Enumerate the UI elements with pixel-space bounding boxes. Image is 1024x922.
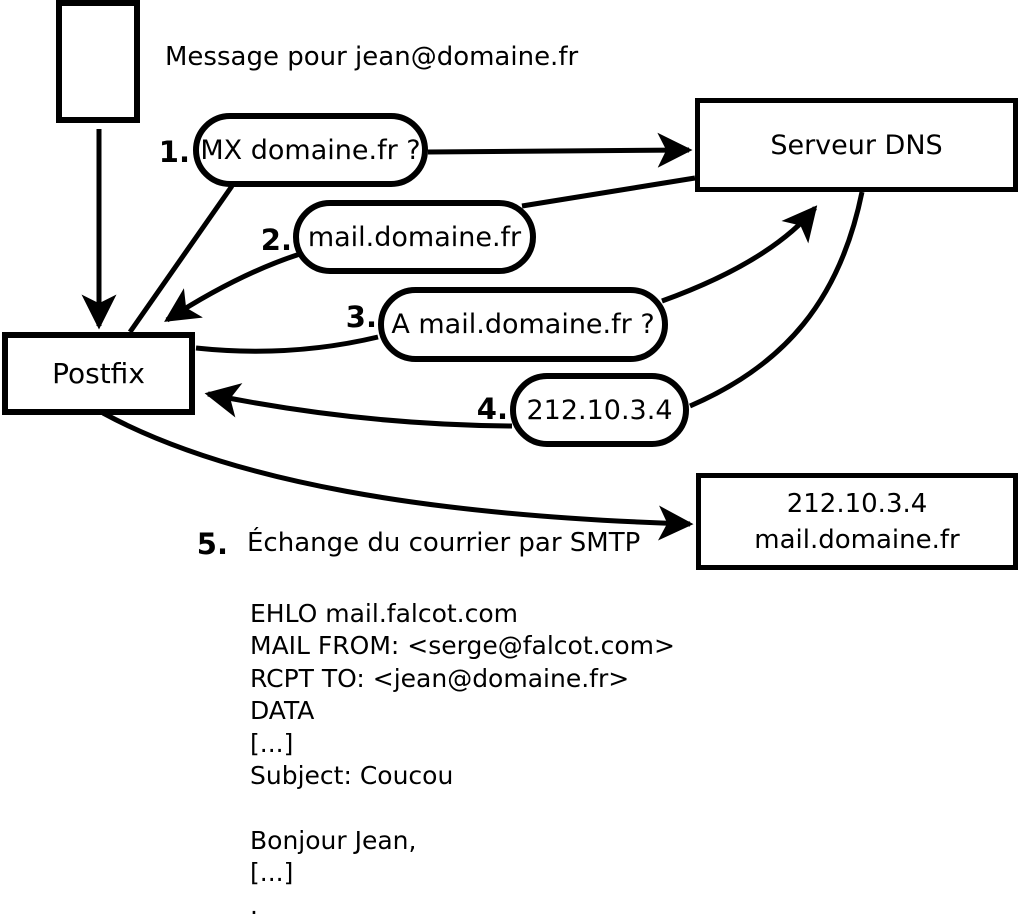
destination-hostname-label: mail.domaine.fr — [754, 524, 960, 555]
smtp-line-ellipsis-2: [...] — [250, 858, 294, 888]
pill-mx-query-label: MX domaine.fr ? — [200, 134, 421, 166]
step-number-3: 3. — [345, 300, 377, 334]
pill-a-answer-label: 212.10.3.4 — [526, 394, 673, 426]
arrow-a-query-to-dns — [661, 205, 818, 304]
arrow-mx-query-to-dns — [427, 132, 693, 168]
message-document-box — [56, 0, 140, 123]
pill-a-answer: 212.10.3.4 — [510, 373, 689, 447]
dns-server-box: Serveur DNS — [695, 98, 1018, 192]
pill-a-query-label: A mail.domaine.fr ? — [391, 309, 655, 340]
postfix-server-box: Postfix — [2, 332, 195, 415]
pill-a-query: A mail.domaine.fr ? — [378, 287, 668, 362]
pill-mx-answer: mail.domaine.fr — [293, 200, 536, 274]
dns-server-label: Serveur DNS — [770, 129, 943, 161]
destination-ip-label: 212.10.3.4 — [786, 488, 928, 519]
pill-mx-answer-label: mail.domaine.fr — [307, 221, 522, 253]
message-label: Message pour jean@domaine.fr — [165, 42, 579, 72]
smtp-line-data: DATA — [250, 696, 315, 726]
line-postfix-to-mx-query — [127, 184, 235, 334]
pill-mx-query: MX domaine.fr ? — [193, 113, 428, 187]
smtp-line-end-dot: . — [250, 890, 258, 920]
smtp-line-rcpt-to: RCPT TO: <jean@domaine.fr> — [250, 663, 630, 693]
step-number-1: 1. — [158, 135, 190, 169]
smtp-line-blank — [250, 792, 675, 824]
smtp-exchange-label: Échange du courrier par SMTP — [247, 528, 641, 558]
step-number-2: 2. — [260, 223, 292, 257]
smtp-line-greeting: Bonjour Jean, — [250, 825, 417, 855]
postfix-server-label: Postfix — [52, 357, 145, 390]
smtp-line-mail-from: MAIL FROM: <serge@falcot.com> — [250, 631, 675, 661]
smtp-line-ellipsis-1: [...] — [250, 728, 294, 758]
smtp-session-block: EHLO mail.falcot.com MAIL FROM: <serge@f… — [250, 598, 675, 922]
smtp-line-ehlo: EHLO mail.falcot.com — [250, 599, 519, 628]
smtp-line-subject: Subject: Coucou — [250, 760, 454, 790]
step-number-5: 5. — [196, 527, 228, 561]
step-number-4: 4. — [476, 392, 508, 426]
line-dns-to-a-answer — [689, 191, 865, 409]
arrow-mx-answer-to-postfix — [164, 251, 301, 323]
destination-server-box: 212.10.3.4 mail.domaine.fr — [696, 473, 1018, 570]
line-postfix-to-a-query — [195, 334, 379, 354]
line-dns-to-mx-answer — [521, 175, 696, 209]
